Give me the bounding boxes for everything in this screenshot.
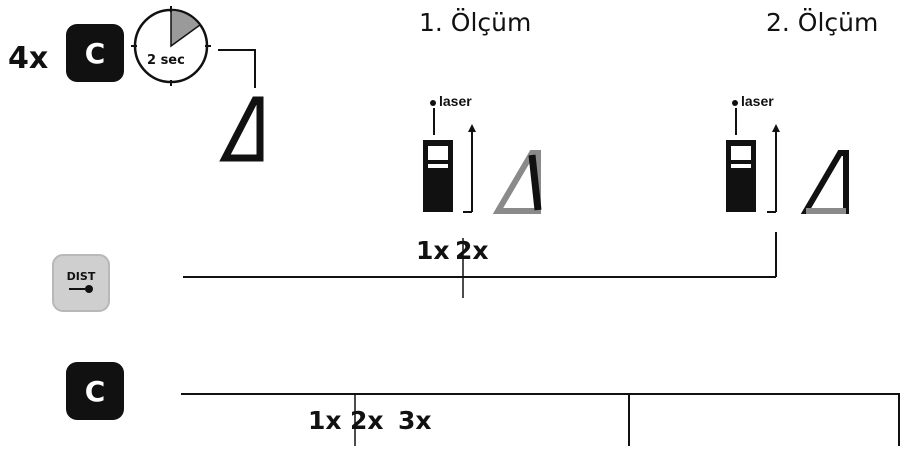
clear-press-2-label: 2x	[350, 406, 384, 435]
timer-connector-line	[218, 49, 256, 88]
clear-key-2-label: C	[84, 374, 106, 408]
measurement-1-title: 1. Ölçüm	[419, 8, 532, 37]
dist-key[interactable]: DIST	[52, 254, 110, 312]
laser-label-1: laser	[439, 93, 472, 109]
clear-press-1-label: 1x	[308, 406, 342, 435]
triangle-area-icon	[800, 150, 849, 214]
dist-key-label: DIST	[66, 270, 96, 283]
triangle-area-icon	[219, 96, 264, 162]
clear-press-3-label: 3x	[398, 406, 432, 435]
laser-arrow-icon	[69, 285, 93, 293]
clear-key[interactable]: C	[66, 24, 124, 82]
measurement-2-title: 2. Ölçüm	[766, 8, 879, 37]
dist-press-2-label: 2x	[455, 236, 489, 265]
triangle-area-icon	[492, 150, 542, 214]
dist-press-1-label: 1x	[416, 236, 450, 265]
clear-key-2[interactable]: C	[66, 362, 124, 420]
distance-meter-icon	[423, 100, 476, 213]
distance-meter-icon	[726, 100, 780, 213]
timer-label: 2 sec	[147, 53, 185, 68]
laser-label-2: laser	[741, 93, 774, 109]
clear-key-label: C	[84, 36, 106, 70]
stopwatch-icon	[131, 6, 211, 86]
repeat-count-label: 4x	[8, 41, 49, 76]
